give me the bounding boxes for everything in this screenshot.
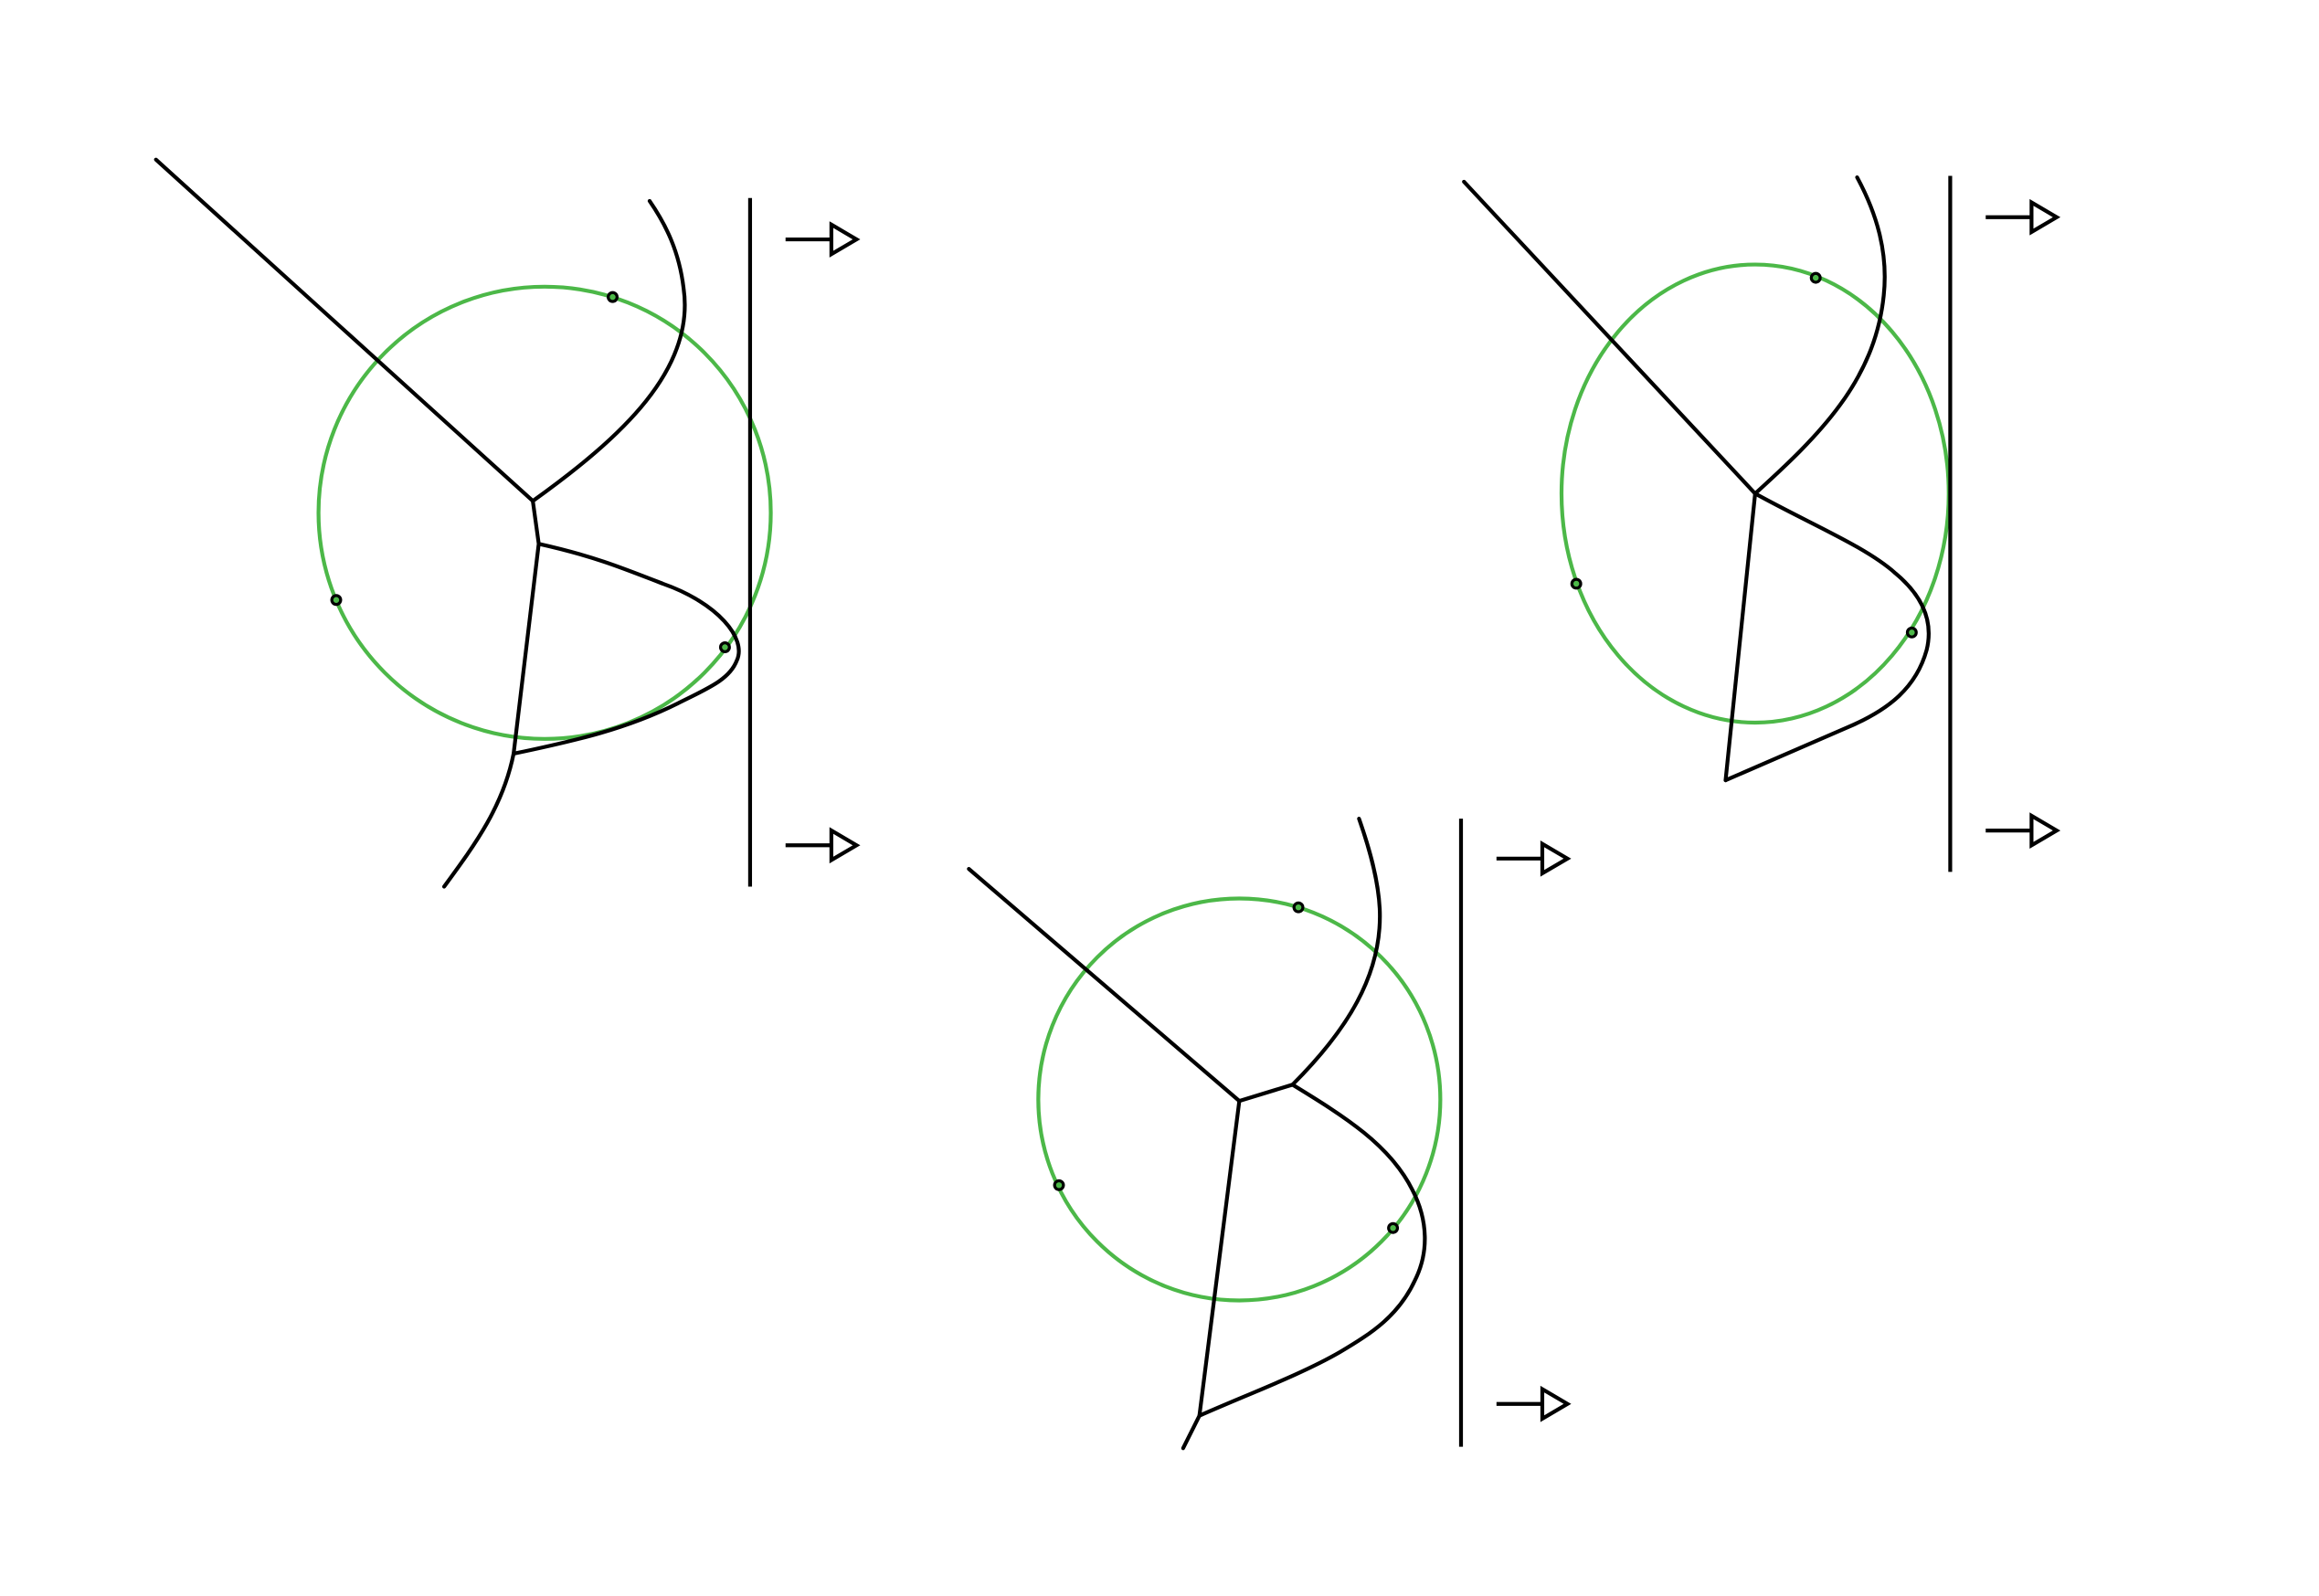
site-point <box>607 291 619 303</box>
voronoi-edge <box>1290 817 1382 1087</box>
circumcircle <box>316 284 773 741</box>
voronoi-edge <box>531 499 541 546</box>
voronoi-edge <box>512 542 541 756</box>
panel-top-left <box>154 157 861 889</box>
site-point <box>1570 577 1583 590</box>
arrow-right-icon <box>1496 1385 1572 1422</box>
voronoi-edge <box>1462 179 1757 496</box>
voronoi-edge <box>1181 1413 1202 1451</box>
voronoi-edge <box>441 751 516 889</box>
arrow-right-icon <box>1985 812 2061 849</box>
voronoi-edge <box>531 198 687 503</box>
beach-arc <box>512 542 741 756</box>
voronoi-edge <box>1723 491 1757 783</box>
site-point <box>1292 901 1305 914</box>
panel-top-right <box>1462 175 2061 872</box>
site-point <box>1387 1221 1400 1234</box>
voronoi-edge <box>1752 175 1887 496</box>
site-point <box>330 594 343 607</box>
voronoi-edge <box>1197 1099 1242 1418</box>
circumcircle <box>1036 896 1443 1303</box>
beach-arc <box>1197 1083 1427 1418</box>
voronoi-edge <box>967 867 1242 1104</box>
voronoi-edge <box>1237 1083 1295 1104</box>
arrow-right-icon <box>1985 198 2061 236</box>
site-point <box>1905 626 1918 639</box>
panel-bottom-center <box>967 817 1572 1451</box>
site-point <box>1809 271 1822 284</box>
arrow-right-icon <box>785 221 861 258</box>
arrow-right-icon <box>1496 840 1572 877</box>
voronoi-edge <box>154 157 535 503</box>
site-point <box>718 641 731 653</box>
arrow-right-icon <box>785 827 861 864</box>
beach-arc <box>1723 491 1931 783</box>
site-point <box>1053 1179 1065 1191</box>
